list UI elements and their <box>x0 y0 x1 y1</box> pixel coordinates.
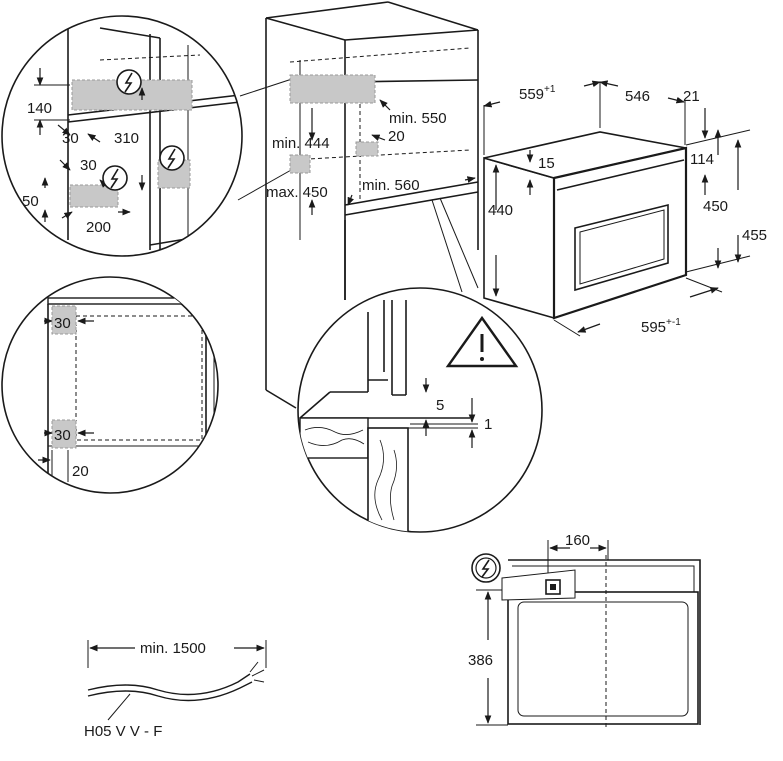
dim-20-cabinet: 20 <box>388 128 405 145</box>
dim-559: 559+1 <box>519 84 556 103</box>
dim-595: 595+-1 <box>641 317 681 336</box>
dim-30-a: 30 <box>62 130 79 147</box>
oven-drawing <box>483 80 751 337</box>
zoom-line <box>439 197 479 289</box>
electrical-connection-icon <box>116 69 142 95</box>
detail-top-left: 140 30 310 30 50 200 <box>1 15 243 257</box>
dim-440: 440 <box>488 202 513 219</box>
dim-200: 200 <box>86 219 111 236</box>
dim-546: 546 <box>625 88 650 105</box>
dim-310: 310 <box>114 130 139 147</box>
detail-mount: 5 1 <box>297 287 543 533</box>
zoom-line <box>431 199 463 293</box>
electrical-connection-icon <box>471 553 501 583</box>
dim-min-444: min. 444 <box>272 135 330 152</box>
dim-50: 50 <box>22 193 39 210</box>
zoom-line <box>239 77 296 97</box>
dim-30-b: 30 <box>80 157 97 174</box>
dim-30-side-bottom: 30 <box>54 427 71 444</box>
dim-160: 160 <box>565 532 590 549</box>
dim-455: 455 <box>742 227 767 244</box>
dim-114: 114 <box>690 151 714 168</box>
cable-type: H05 V V - F <box>84 723 162 740</box>
warning-triangle-icon <box>445 315 519 368</box>
dim-21: 21 <box>683 88 700 105</box>
cable-length: min. 1500 <box>140 640 206 657</box>
electrical-connection-icon <box>102 165 128 191</box>
cable-drawing <box>87 640 267 721</box>
dim-30-side-top: 30 <box>54 315 71 332</box>
dim-20-side: 20 <box>72 463 89 480</box>
dim-15: 15 <box>538 155 555 172</box>
electrical-connection-icon <box>159 145 185 171</box>
dim-140: 140 <box>27 100 52 117</box>
detail-side: 30 30 20 <box>1 276 219 494</box>
dim-min-550: min. 550 <box>389 110 447 127</box>
dim-450-oven: 450 <box>703 198 728 215</box>
dim-max-450: max. 450 <box>266 184 328 201</box>
front-view-drawing <box>476 540 701 728</box>
dim-386: 386 <box>468 652 493 669</box>
dim-5: 5 <box>436 397 444 414</box>
dim-1: 1 <box>484 416 492 433</box>
cabinet-drawing <box>265 1 479 409</box>
dim-min-560: min. 560 <box>362 177 420 194</box>
